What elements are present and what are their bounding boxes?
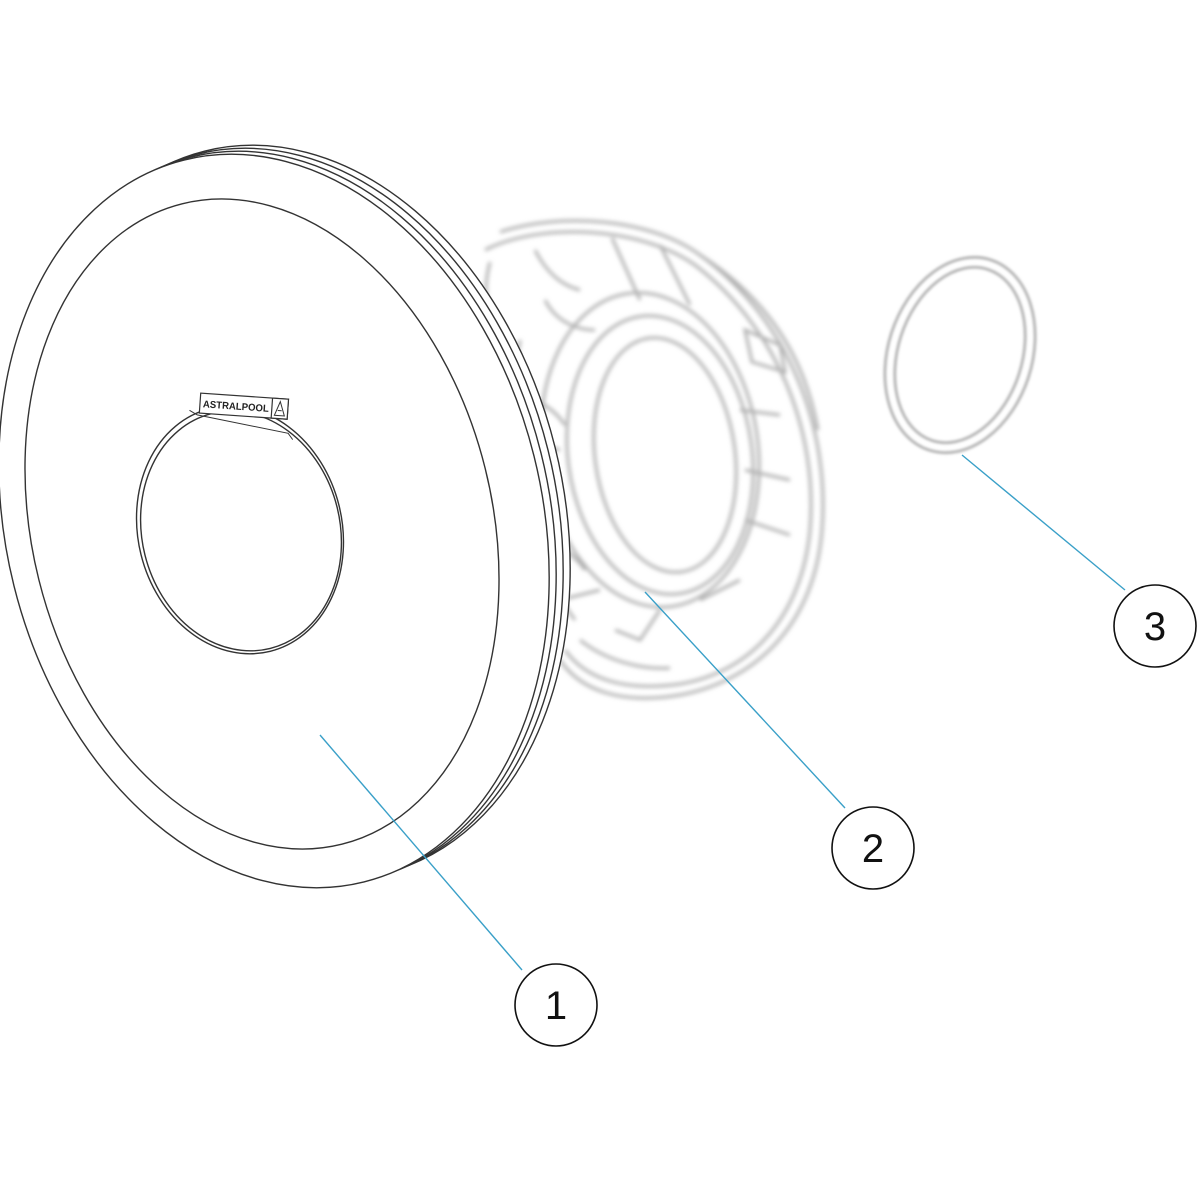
callout-3: 3 <box>1113 584 1197 668</box>
callout-2: 2 <box>831 806 915 890</box>
leader-line-3 <box>961 454 1126 591</box>
leader-lines <box>319 454 1126 971</box>
leader-line-1 <box>319 734 523 971</box>
part-cover <box>0 144 571 889</box>
callout-1-number: 1 <box>545 984 567 1028</box>
part-o-ring <box>883 255 1037 455</box>
callout-1: 1 <box>514 963 598 1047</box>
brand-badge: ASTRALPOOL <box>189 392 294 440</box>
brand-label: ASTRALPOOL <box>203 399 270 415</box>
astralpool-logo-icon <box>273 400 286 417</box>
callout-2-number: 2 <box>862 827 884 871</box>
callout-3-number: 3 <box>1144 605 1166 649</box>
leader-line-2 <box>644 591 846 809</box>
